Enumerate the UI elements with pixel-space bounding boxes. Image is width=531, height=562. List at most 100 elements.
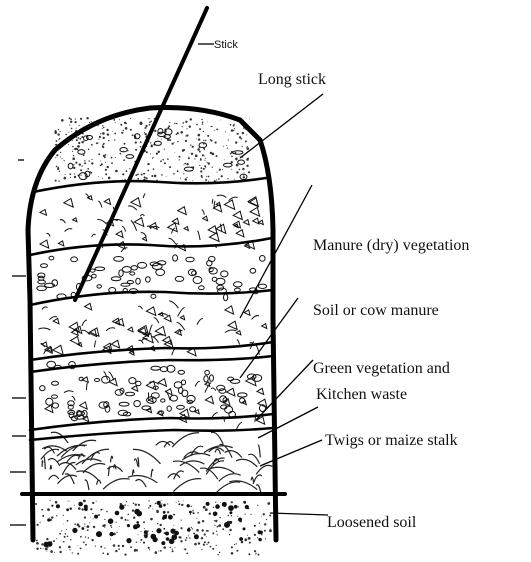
soil-speck — [119, 119, 120, 120]
soil-speck — [124, 143, 126, 145]
manure-pebble — [186, 257, 194, 262]
soil-speck — [70, 177, 71, 178]
soil-speck — [169, 166, 171, 168]
soil-speck — [100, 165, 101, 166]
soil-speck — [209, 513, 211, 515]
manure-pebble — [71, 257, 78, 262]
soil-speck — [269, 515, 271, 517]
soil-speck — [60, 131, 61, 132]
manure-pebble — [130, 272, 135, 275]
soil-speck — [160, 550, 162, 552]
soil-clod — [163, 528, 165, 530]
soil-speck — [127, 520, 128, 521]
twig — [85, 480, 89, 490]
vegetation-fragment — [65, 229, 73, 232]
soil-speck — [141, 174, 143, 176]
soil-speck — [223, 146, 224, 147]
vegetation-fragment — [104, 371, 108, 380]
soil-speck — [113, 119, 115, 121]
soil-speck — [80, 169, 82, 171]
soil-speck — [188, 535, 189, 536]
soil-speck — [120, 124, 122, 126]
soil-speck — [202, 529, 204, 531]
manure-pebble — [235, 288, 241, 292]
soil-speck — [90, 508, 92, 510]
vegetation-fragment — [131, 198, 141, 207]
soil-speck — [132, 510, 134, 512]
soil-speck — [84, 160, 85, 161]
manure-pebble — [78, 150, 85, 154]
vegetation-fragment — [257, 388, 264, 394]
soil-clod — [157, 501, 161, 505]
soil-speck — [160, 160, 162, 162]
manure-pebble — [250, 268, 256, 273]
soil-speck — [240, 156, 241, 157]
soil-speck — [140, 141, 142, 143]
soil-clod — [194, 534, 199, 539]
vegetation-fragment — [86, 383, 87, 390]
soil-speck — [162, 159, 164, 161]
soil-speck — [145, 133, 147, 135]
soil-speck — [244, 538, 247, 541]
soil-speck — [227, 148, 228, 149]
soil-speck — [211, 140, 213, 142]
manure-pebble — [193, 277, 202, 284]
soil-speck — [103, 137, 105, 139]
vegetation-fragment — [141, 233, 147, 237]
soil-speck — [60, 152, 61, 153]
soil-speck — [192, 180, 193, 181]
soil-speck — [81, 508, 83, 510]
twig — [172, 433, 199, 447]
soil-speck — [208, 162, 210, 164]
soil-speck — [203, 544, 205, 546]
twig — [225, 451, 242, 458]
vegetation-fragment — [82, 320, 87, 326]
soil-speck — [50, 500, 51, 501]
soil-speck — [66, 529, 67, 530]
soil-clod — [165, 532, 169, 536]
soil-speck — [218, 178, 220, 180]
soil-speck — [264, 523, 266, 525]
soil-speck — [270, 528, 271, 529]
leader-loosened-soil — [270, 513, 328, 515]
soil-speck — [74, 523, 76, 525]
soil-speck — [91, 172, 93, 174]
soil-speck — [130, 546, 132, 548]
soil-speck — [77, 545, 78, 546]
soil-speck — [196, 518, 197, 519]
soil-speck — [186, 128, 187, 129]
soil-clod — [174, 531, 179, 536]
soil-speck — [135, 174, 137, 176]
heap-outline — [28, 108, 276, 541]
soil-speck — [87, 525, 90, 528]
soil-clod — [258, 538, 261, 541]
soil-speck — [199, 128, 201, 130]
soil-speck — [57, 168, 59, 170]
vegetation-fragment — [45, 405, 53, 412]
soil-speck — [84, 516, 86, 518]
soil-speck — [112, 131, 113, 132]
soil-speck — [185, 140, 187, 142]
soil-speck — [115, 170, 118, 173]
soil-speck — [205, 179, 207, 181]
soil-speck — [191, 527, 192, 528]
soil-speck — [154, 175, 157, 178]
soil-speck — [53, 540, 55, 542]
soil-clod — [166, 537, 170, 541]
soil-speck — [157, 523, 158, 524]
soil-speck — [167, 511, 169, 513]
soil-speck — [237, 133, 239, 135]
soil-clod — [49, 517, 50, 518]
soil-speck — [74, 148, 76, 150]
manure-pebble — [216, 278, 225, 284]
soil-speck — [62, 158, 63, 159]
soil-speck — [205, 160, 206, 161]
soil-clod — [78, 502, 83, 507]
soil-speck — [123, 159, 125, 161]
soil-speck — [231, 156, 233, 158]
soil-speck — [58, 180, 59, 181]
soil-speck — [229, 135, 230, 136]
soil-speck — [74, 176, 76, 178]
soil-speck — [153, 168, 155, 170]
